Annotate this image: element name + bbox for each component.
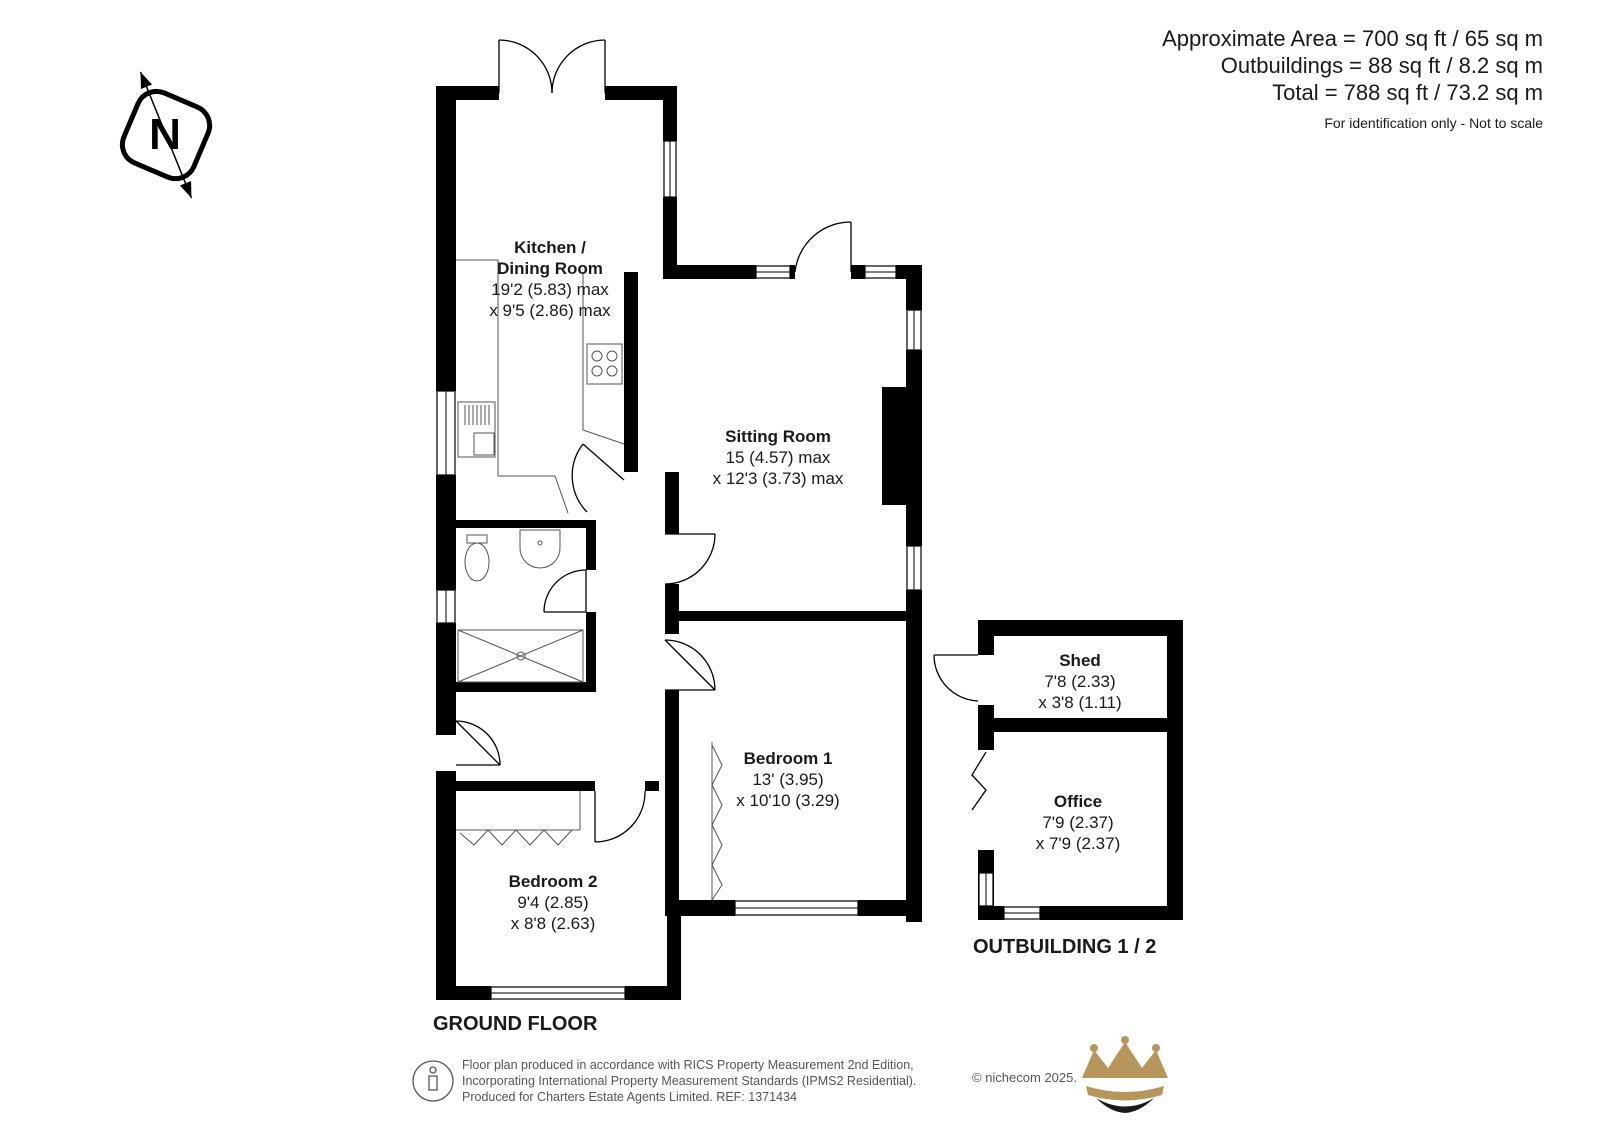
room-dimension: 13' (3.95)	[752, 770, 824, 789]
room-dimension: 9'4 (2.85)	[517, 893, 589, 912]
ground-floor-label: GROUND FLOOR	[433, 1013, 598, 1035]
room-dimension: x 12'3 (3.73) max	[712, 469, 844, 488]
person-icon	[412, 1060, 454, 1102]
room-label-kitchen: Kitchen / Dining Room 19'2 (5.83) max x …	[489, 237, 610, 321]
house-walls	[436, 86, 922, 1000]
room-label-bedroom2: Bedroom 2 9'4 (2.85) x 8'8 (2.63)	[509, 871, 598, 934]
room-dimension: x 8'8 (2.63)	[510, 914, 596, 933]
outbuilding-floor-label: OUTBUILDING 1 / 2	[973, 936, 1157, 958]
outbuilding-doors	[933, 654, 987, 811]
footer-line: Produced for Charters Estate Agents Limi…	[462, 1090, 797, 1104]
room-dimension: 15 (4.57) max	[725, 448, 831, 467]
approx-area-text: Approximate Area = 700 sq ft / 65 sq m	[1162, 26, 1543, 51]
scale-note: For identification only - Not to scale	[1324, 115, 1543, 131]
outbuildings-area-text: Outbuildings = 88 sq ft / 8.2 sq m	[1220, 53, 1543, 78]
room-dimension: x 7'9 (2.37)	[1035, 834, 1121, 853]
footer-notes: Floor plan produced in accordance with R…	[462, 1057, 916, 1105]
compass-letter: N	[149, 110, 181, 159]
outbuilding-walls	[978, 620, 1183, 920]
room-name: Sitting Room	[725, 427, 831, 446]
room-dimension: x 10'10 (3.29)	[736, 791, 840, 810]
copyright-credit: © nichecom 2025.	[972, 1070, 1077, 1085]
room-dimension: 19'2 (5.83) max	[491, 280, 609, 299]
room-dimension: 7'8 (2.33)	[1044, 672, 1116, 691]
room-name: Bedroom 2	[508, 872, 598, 891]
room-name: Bedroom 1	[743, 749, 833, 768]
room-dimension: x 3'8 (1.11)	[1038, 693, 1122, 712]
room-label-bedroom1: Bedroom 1 13' (3.95) x 10'10 (3.29)	[736, 748, 839, 811]
room-label-office: Office 7'9 (2.37) x 7'9 (2.37)	[1036, 791, 1121, 854]
room-label-shed: Shed 7'8 (2.33) x 3'8 (1.11)	[1038, 650, 1121, 713]
footer-line: Incorporating International Property Mea…	[462, 1074, 917, 1088]
room-label-sitting: Sitting Room 15 (4.57) max x 12'3 (3.73)…	[713, 426, 844, 489]
room-dimension: 7'9 (2.37)	[1042, 813, 1114, 832]
north-compass-icon	[119, 71, 213, 199]
room-dimension: x 9'5 (2.86) max	[489, 301, 611, 320]
room-name: Shed	[1059, 651, 1101, 670]
fixtures	[456, 259, 723, 901]
footer-line: Floor plan produced in accordance with R…	[462, 1058, 914, 1072]
room-name: Dining Room	[497, 259, 603, 278]
total-area-text: Total = 788 sq ft / 73.2 sq m	[1272, 80, 1543, 105]
room-name: Kitchen /	[514, 238, 586, 257]
room-name: Office	[1053, 792, 1103, 811]
crown-logo	[1082, 1036, 1168, 1113]
doors	[455, 39, 852, 843]
